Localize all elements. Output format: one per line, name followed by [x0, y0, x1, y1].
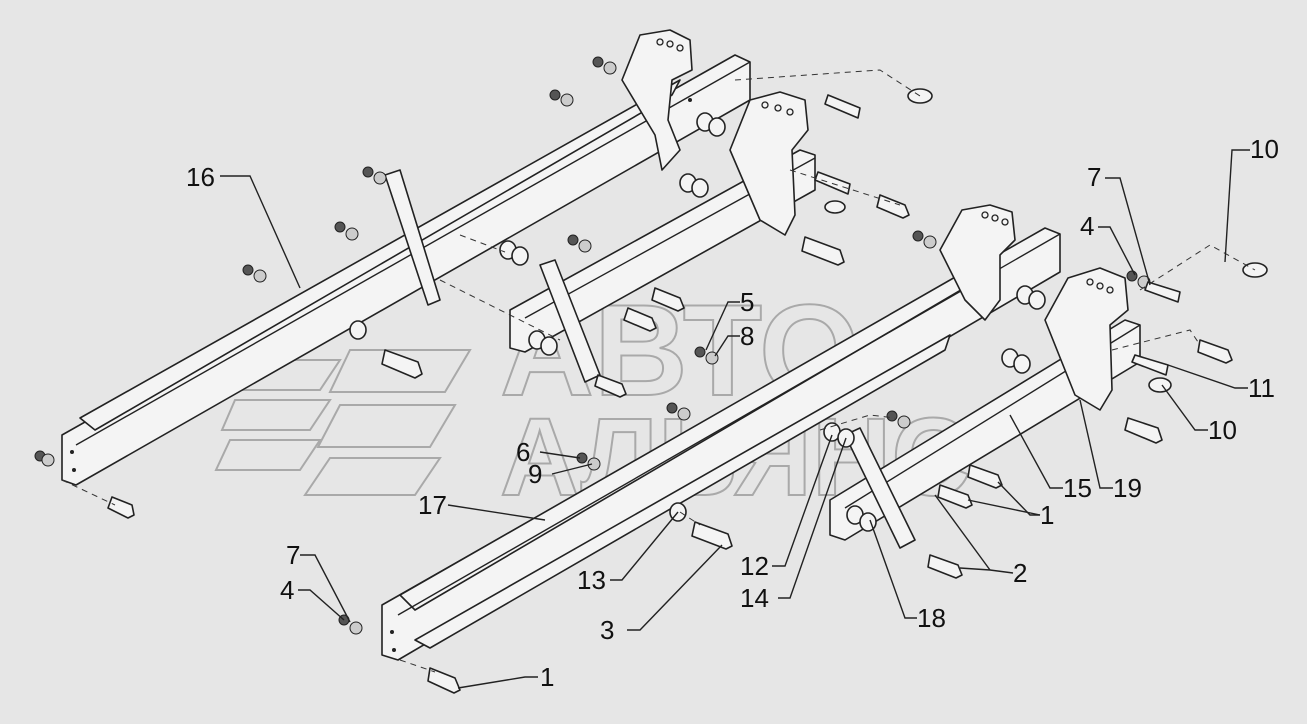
callout-16: 16 — [186, 162, 215, 192]
callout-3: 3 — [600, 615, 614, 645]
callout-10-mid: 10 — [1208, 415, 1237, 445]
callout-18: 18 — [917, 603, 946, 633]
callout-4-top: 4 — [1080, 211, 1094, 241]
callout-1-right: 1 — [1040, 500, 1054, 530]
callout-15: 15 — [1063, 473, 1092, 503]
leader-lines — [220, 149, 1250, 689]
callout-13: 13 — [577, 565, 606, 595]
callout-6: 6 — [516, 437, 530, 467]
beam-17 — [381, 227, 1061, 661]
bushings — [349, 112, 1046, 532]
pins-rings — [814, 88, 1268, 393]
assembly-lines — [61, 69, 1256, 673]
callout-4-bottom: 4 — [280, 575, 294, 605]
callout-10-top: 10 — [1250, 134, 1279, 164]
callout-8: 8 — [740, 321, 754, 351]
callout-19: 19 — [1113, 473, 1142, 503]
callout-1-bottom: 1 — [540, 662, 554, 692]
callout-12: 12 — [740, 551, 769, 581]
nuts-washers — [34, 56, 1151, 635]
callout-2: 2 — [1013, 558, 1027, 588]
callout-7-top: 7 — [1087, 162, 1101, 192]
plates — [384, 29, 1129, 549]
callouts: 16 10 7 4 5 8 11 10 6 9 15 19 17 1 7 12 … — [186, 134, 1279, 692]
callout-9: 9 — [528, 459, 542, 489]
callout-14: 14 — [740, 583, 769, 613]
callout-5: 5 — [740, 287, 754, 317]
callout-11: 11 — [1248, 373, 1275, 403]
callout-17: 17 — [418, 490, 447, 520]
callout-7-bottom: 7 — [286, 540, 300, 570]
